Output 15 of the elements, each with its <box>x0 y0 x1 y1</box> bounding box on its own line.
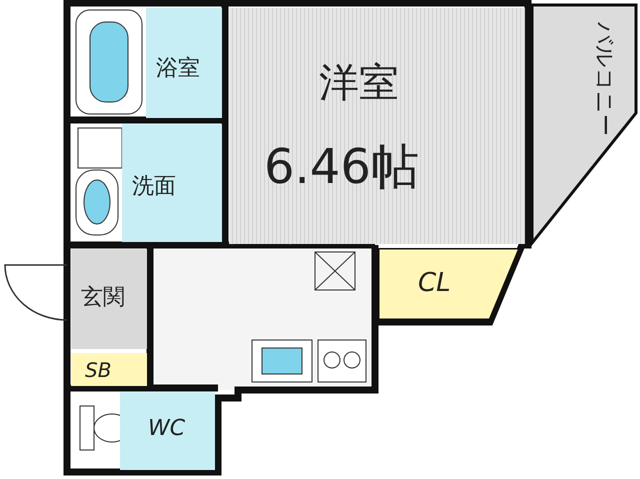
storage-area <box>71 353 147 386</box>
room-label: 6.46帖 <box>264 143 419 191</box>
room-label: 玄関 <box>81 287 125 309</box>
room-label: SB <box>85 360 112 380</box>
room-label: WC <box>148 418 186 440</box>
bathroom-area <box>146 8 222 118</box>
washroom-area <box>122 124 222 242</box>
room-label: CL <box>418 270 451 296</box>
room-label: 浴室 <box>156 58 200 80</box>
room-label: バルコニー <box>590 21 618 138</box>
entrance-area <box>71 249 147 349</box>
room-label: 洋室 <box>319 63 399 103</box>
western-room-area <box>229 8 525 244</box>
toilet-area <box>120 392 215 470</box>
room-label: 洗面 <box>132 176 176 198</box>
